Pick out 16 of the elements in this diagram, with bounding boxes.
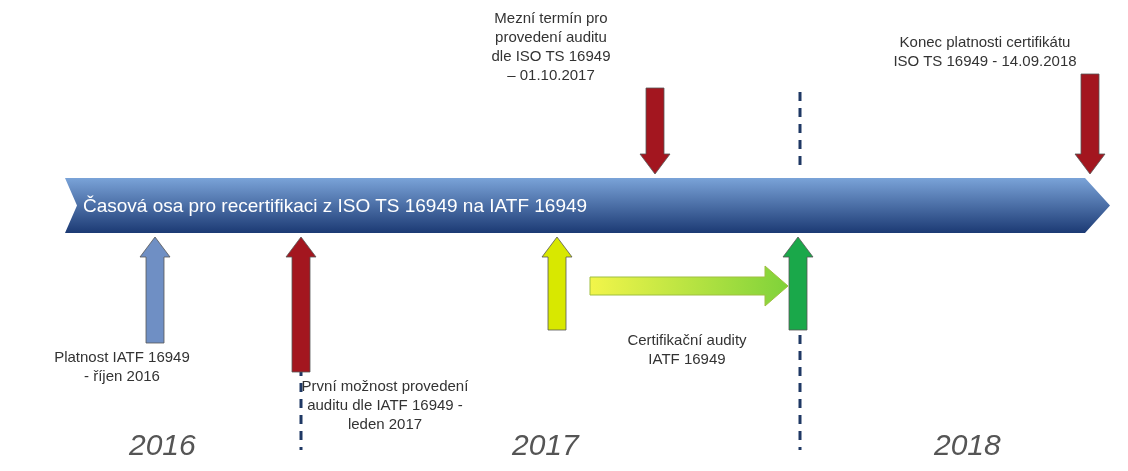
year-label: 2016 — [129, 428, 196, 462]
arrow — [285, 236, 317, 373]
milestone-text: Mezní termín pro provedení auditu dle ISO TS 16949 – 01.10.2017 — [488, 8, 614, 84]
year-label: 2018 — [934, 428, 1001, 462]
arrow — [639, 87, 671, 175]
year-label: 2017 — [512, 428, 579, 462]
arrow — [139, 236, 171, 344]
arrow — [782, 236, 814, 331]
arrow — [1074, 73, 1106, 175]
milestone-text: Konec platnosti certifikátu ISO TS 16949 - 14.09.2018 — [885, 32, 1085, 70]
timeline-band: Časová osa pro recertifikaci z ISO TS 16949 na IATF 16949 — [65, 178, 1110, 233]
milestone-text: Certifikační audity IATF 16949 — [612, 330, 762, 368]
arrow — [541, 236, 573, 331]
milestone-text: První možnost provedení auditu dle IATF 16949 - leden 2017 — [299, 376, 471, 433]
milestone-text: Platnost IATF 16949 - říjen 2016 — [53, 347, 191, 385]
arrow — [589, 265, 789, 307]
